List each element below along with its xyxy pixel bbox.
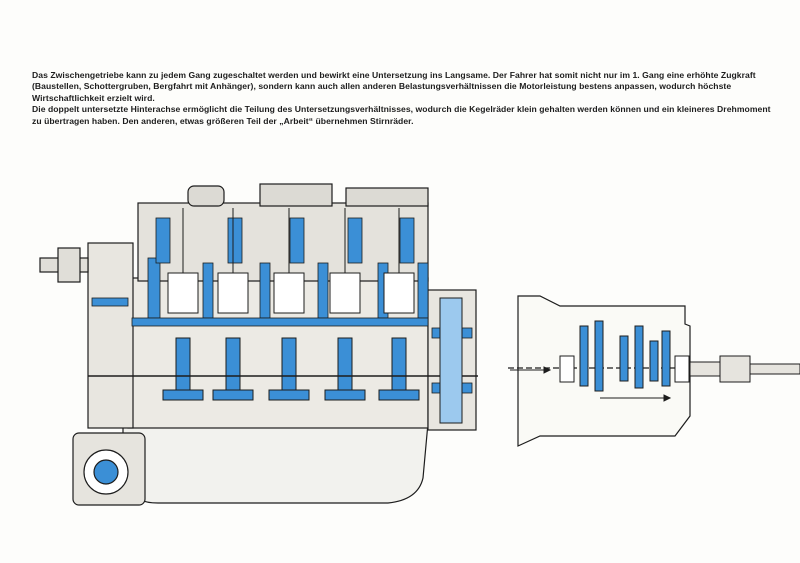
engine-cutaway-illustration bbox=[39, 183, 478, 506]
description-text: Das Zwischengetriebe kann zu jedem Gang … bbox=[32, 70, 772, 127]
transfer-gearbox-section-illustration bbox=[508, 295, 800, 447]
paragraph-intermediate-gear: Das Zwischengetriebe kann zu jedem Gang … bbox=[32, 70, 756, 103]
paragraph-rear-axle: Die doppelt untersetzte Hinterachse ermö… bbox=[32, 104, 771, 126]
